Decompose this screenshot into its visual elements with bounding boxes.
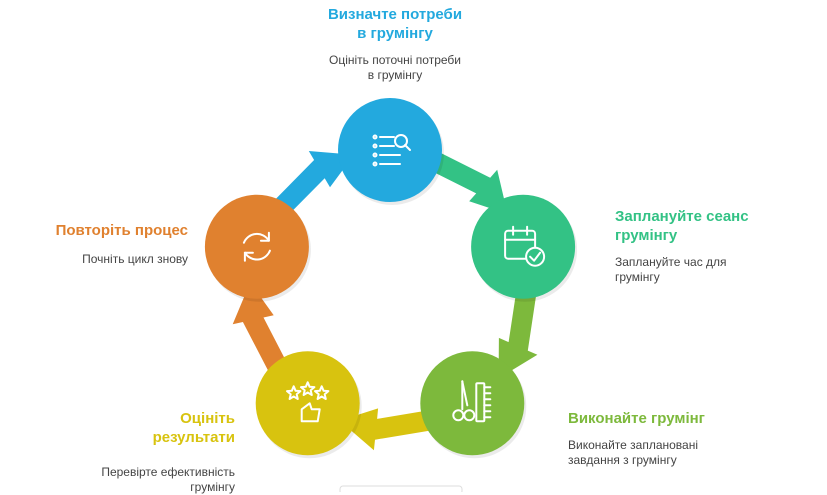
step-3-label: Виконайте грумінг Виконайте заплановані … (568, 409, 798, 468)
rating-stars-icon (286, 381, 330, 423)
step-2-title: Заплануйте сеанс грумінгу (615, 208, 749, 244)
step-2-node (471, 194, 576, 299)
repeat-cycle-icon (242, 231, 271, 262)
step-4-title: Оцініть результати (152, 410, 235, 446)
step-5-description: Почніть цикл знову (82, 252, 188, 266)
step-4-node (255, 351, 360, 456)
calendar-check-icon (504, 225, 546, 267)
step-1-title: Визначте потреби в грумінгу (327, 6, 463, 42)
cycle-arrow-2-to-3 (498, 272, 540, 379)
step-4-description: Перевірте ефективність грумінгу (101, 465, 235, 494)
scissors-comb-icon (452, 380, 492, 423)
step-2-description: Заплануйте час для грумінгу (615, 255, 727, 284)
step-3-node (420, 351, 525, 456)
step-1-label: Визначте потреби в грумінгу Оцініть пото… (300, 5, 490, 83)
step-1-description: Оцініть поточні потреби в грумінгу (329, 53, 461, 82)
step-1-node (338, 98, 442, 202)
bottom-edge-element (339, 485, 463, 492)
step-3-description: Виконайте заплановані завдання з грумінг… (568, 438, 698, 467)
step-3-title: Виконайте грумінг (568, 410, 705, 427)
step-2-label: Заплануйте сеанс грумінгу Заплануйте час… (615, 207, 815, 285)
checklist-search-icon (372, 134, 411, 167)
step-4-label: Оцініть результати Перевірте ефективніст… (30, 409, 235, 495)
step-5-node (204, 194, 309, 299)
step-5-title: Повторіть процес (55, 222, 188, 239)
step-5-label: Повторіть процес Почніть цикл знову (20, 221, 188, 267)
